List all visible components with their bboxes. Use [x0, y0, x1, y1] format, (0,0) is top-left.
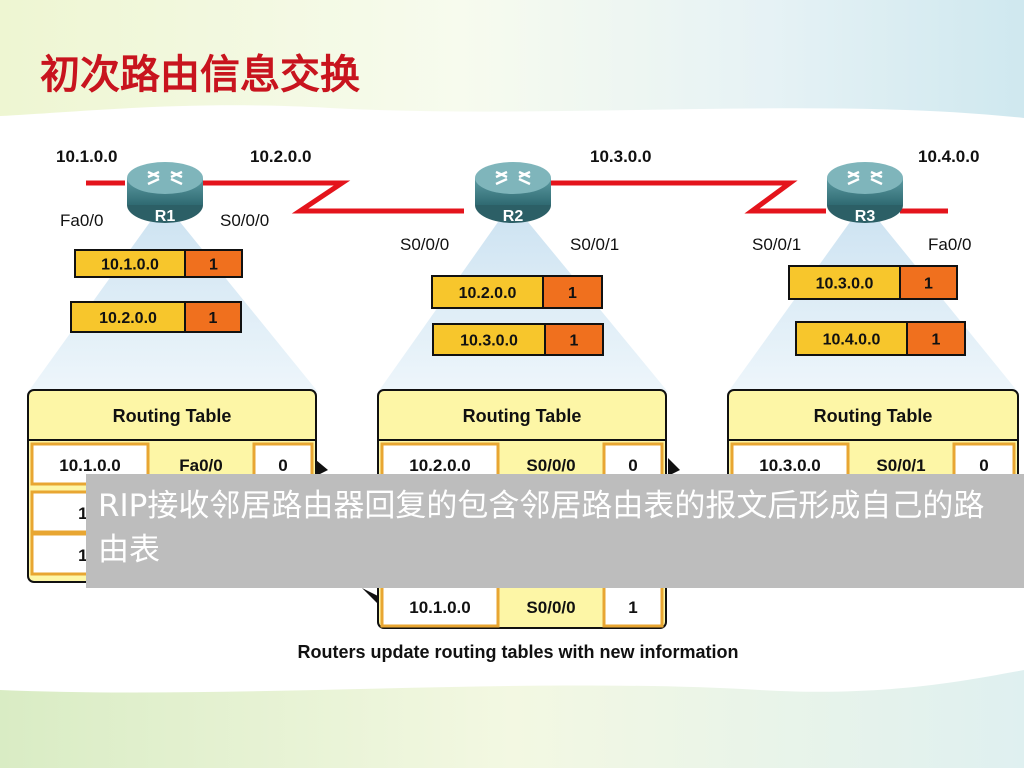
- update-network: 10.2.0.0: [99, 310, 157, 327]
- arrow-tip-icon: [316, 460, 328, 476]
- update-network-cell: [795, 321, 908, 356]
- router-name: R3: [855, 208, 876, 225]
- link-serial-r2-r3: [548, 180, 826, 214]
- router-r1: R1: [127, 162, 203, 225]
- routing-table-cell-text: S0/0/0: [526, 598, 575, 617]
- router-top: [827, 162, 903, 194]
- router-top: [127, 162, 203, 194]
- network-label: 10.4.0.0: [918, 147, 979, 166]
- bottom-swoosh: [0, 670, 1024, 768]
- routing-table-header: Routing Table: [113, 406, 232, 426]
- diagram-caption: Routers update routing tables with new i…: [297, 642, 738, 662]
- router-arrows-icon: [847, 170, 883, 186]
- router-r3: R3: [827, 162, 903, 225]
- interface-label: S0/0/1: [752, 235, 801, 254]
- update-message: 10.2.0.0 1: [431, 275, 603, 309]
- annotation-overlay: RIP接收邻居路由器回复的包含邻居路由表的报文后形成自己的路由表: [86, 474, 1024, 588]
- routing-table-cell: [380, 584, 500, 628]
- update-hop-cell: [184, 301, 242, 333]
- update-network: 10.2.0.0: [459, 285, 517, 302]
- arrow-tip-icon: [362, 588, 378, 604]
- routing-table-cell-text: 0: [979, 456, 988, 475]
- update-message: 10.2.0.0 1: [70, 301, 242, 333]
- routing-table-cell-text: 10.3.0.0: [759, 456, 820, 475]
- annotation-text: RIP接收邻居路由器回复的包含邻居路由表的报文后形成自己的路由表: [98, 488, 985, 568]
- slide-title: 初次路由信息交换: [40, 53, 360, 97]
- network-labels: 10.1.0.0 10.2.0.0 10.3.0.0 10.4.0.0: [56, 147, 979, 166]
- routing-table-row: 10.1.0.0 S0/0/0 1: [380, 584, 664, 628]
- router-top: [475, 162, 551, 194]
- link-serial-r1-r2: [200, 180, 464, 214]
- interface-label: S0/0/0: [220, 211, 269, 230]
- update-hop: 1: [568, 285, 577, 302]
- update-hop: 1: [209, 310, 218, 327]
- routing-table-cell-text: S0/0/1: [876, 456, 925, 475]
- routing-table-cell-text: Fa0/0: [179, 456, 222, 475]
- interface-label: S0/0/1: [570, 235, 619, 254]
- interface-labels: Fa0/0 S0/0/0 S0/0/0 S0/0/1 S0/0/1 Fa0/0: [60, 211, 971, 254]
- routing-table-cell-text: S0/0/0: [526, 456, 575, 475]
- update-hop-cell: [544, 323, 604, 356]
- routing-table-cell-text: 0: [278, 456, 287, 475]
- update-network: 10.3.0.0: [816, 276, 874, 293]
- update-hop-cell: [899, 265, 958, 300]
- update-network: 10.3.0.0: [460, 333, 518, 350]
- arrow-tip-icon: [668, 458, 680, 476]
- routing-table-cell-text: 1: [628, 598, 637, 617]
- update-hop: 1: [209, 257, 218, 274]
- interface-label: S0/0/0: [400, 235, 449, 254]
- routing-table-cell: [506, 586, 596, 626]
- update-hop: 1: [570, 333, 579, 350]
- routing-table-header: Routing Table: [814, 406, 933, 426]
- update-network-cell: [432, 323, 546, 356]
- update-message: 10.4.0.0 1: [795, 321, 966, 356]
- update-hop-cell: [542, 275, 603, 309]
- update-hop-cell: [184, 249, 243, 278]
- network-links: [86, 180, 948, 214]
- router-arrows-icon: [147, 170, 183, 186]
- router-arrows-icon: [495, 170, 531, 186]
- top-swoosh: [0, 0, 1024, 118]
- router-r2: R2: [475, 162, 551, 225]
- update-message: 10.1.0.0 1: [74, 249, 243, 278]
- interface-label: Fa0/0: [60, 211, 103, 230]
- network-label: 10.1.0.0: [56, 147, 117, 166]
- update-network: 10.4.0.0: [823, 332, 881, 349]
- routing-table-cell-text: 10.1.0.0: [409, 598, 470, 617]
- update-network-cell: [70, 301, 186, 333]
- update-network: 10.1.0.0: [101, 257, 159, 274]
- update-message: 10.3.0.0 1: [788, 265, 958, 300]
- routing-table-header: Routing Table: [463, 406, 582, 426]
- network-label: 10.2.0.0: [250, 147, 311, 166]
- network-label: 10.3.0.0: [590, 147, 651, 166]
- routing-table-cell-text: 10.1.0.0: [59, 456, 120, 475]
- router-name: R1: [155, 208, 176, 225]
- update-hop: 1: [932, 332, 941, 349]
- interface-label: Fa0/0: [928, 235, 971, 254]
- update-hop: 1: [924, 276, 933, 293]
- routing-table-cell-text: 10.2.0.0: [409, 456, 470, 475]
- routing-table-cell-text: 0: [628, 456, 637, 475]
- update-hop-cell: [906, 321, 966, 356]
- update-message: 10.3.0.0 1: [432, 323, 604, 356]
- routing-table-r3: Routing Table 10.3.0.0 S0/0/1 0: [727, 389, 1019, 486]
- router-name: R2: [503, 208, 524, 225]
